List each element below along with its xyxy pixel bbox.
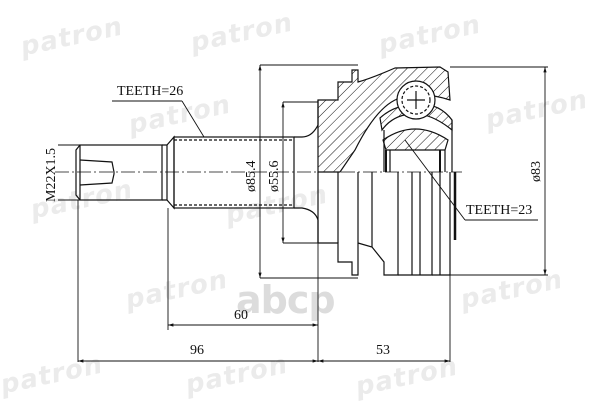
ball-bearing xyxy=(396,80,436,120)
splined-shaft xyxy=(173,136,295,209)
teeth-inner-callout: TEETH=23 xyxy=(466,203,533,218)
diameter-83-label: ø83 xyxy=(529,161,544,182)
diameter-55-label: ø55.6 xyxy=(267,160,282,193)
teeth-shaft-callout: TEETH=26 xyxy=(117,84,184,99)
length-96-label: 96 xyxy=(190,343,204,358)
length-60-label: 60 xyxy=(234,308,248,323)
length-53-label: 53 xyxy=(376,343,390,358)
diameter-85-label: ø85.4 xyxy=(244,160,259,193)
thread-chamfer xyxy=(75,144,81,201)
dimension-lines xyxy=(58,64,548,363)
thread-spec-label: M22X1.5 xyxy=(44,147,59,202)
thread-slot xyxy=(79,159,115,186)
threaded-end xyxy=(79,144,163,201)
